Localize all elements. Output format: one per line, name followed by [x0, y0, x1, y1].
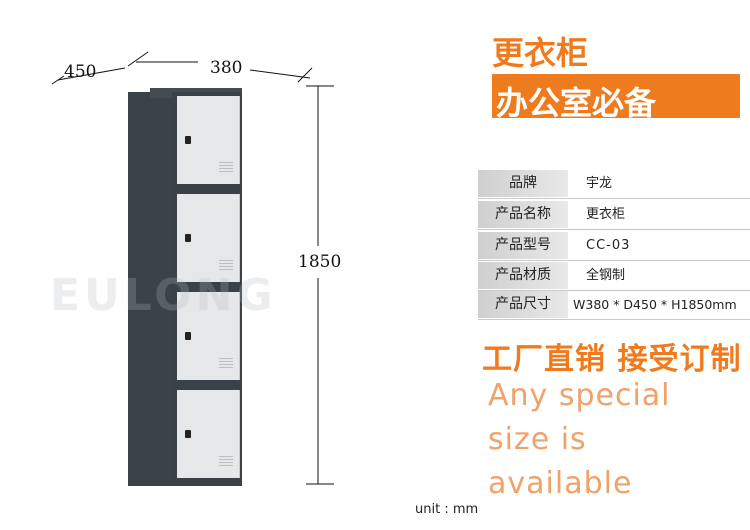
- factory-direct-slogan: 工厂直销 接受订制: [482, 342, 742, 377]
- locker-front: [172, 92, 242, 486]
- spec-row-name: 产品名称 更衣柜: [478, 201, 750, 230]
- vent-icon: [219, 260, 233, 272]
- spec-row-brand: 品牌 宇龙: [478, 170, 750, 199]
- spec-value: 全钢制: [586, 268, 626, 283]
- locker-side-panel: [128, 92, 178, 486]
- depth-dimension-label: 450: [64, 62, 97, 82]
- unit-label: unit : mm: [415, 502, 479, 517]
- height-dimension-label: 1850: [298, 252, 342, 272]
- subtitle-banner: [492, 74, 740, 118]
- spec-label: 产品型号: [478, 232, 568, 259]
- product-title: 更衣柜: [492, 34, 589, 72]
- spec-label: 产品尺寸: [478, 291, 568, 318]
- spec-label: 产品材质: [478, 262, 568, 289]
- subtitle-text: 办公室必备: [496, 84, 657, 122]
- custom-size-line-1: Any special: [488, 378, 671, 413]
- lock-icon: [185, 332, 191, 341]
- locker-door-3: [177, 292, 240, 380]
- lock-icon: [185, 136, 191, 145]
- lock-icon: [185, 430, 191, 439]
- dimension-lines: [51, 51, 334, 485]
- lock-icon: [185, 234, 191, 243]
- spec-label: 产品名称: [478, 201, 568, 228]
- vent-icon: [219, 162, 233, 174]
- custom-size-line-3: available: [488, 466, 633, 501]
- spec-row-size: 产品尺寸 W380 * D450 * H1850mm: [478, 291, 750, 320]
- width-dimension-label: 380: [210, 58, 243, 78]
- spec-row-model: 产品型号 CC-03: [478, 232, 750, 261]
- spec-row-material: 产品材质 全钢制: [478, 262, 750, 291]
- locker-door-1: [177, 96, 240, 184]
- spec-value: 更衣柜: [586, 207, 626, 222]
- spec-value: 宇龙: [586, 176, 613, 191]
- brand-watermark: EULONG: [50, 270, 277, 321]
- locker-door-4: [177, 390, 240, 478]
- spec-value: CC-03: [586, 238, 631, 253]
- spec-label: 品牌: [478, 170, 568, 197]
- custom-size-line-2: size is: [488, 422, 587, 457]
- locker-door-2: [177, 194, 240, 282]
- vent-icon: [219, 358, 233, 370]
- vent-icon: [219, 456, 233, 468]
- spec-value: W380 * D450 * H1850mm: [573, 297, 737, 312]
